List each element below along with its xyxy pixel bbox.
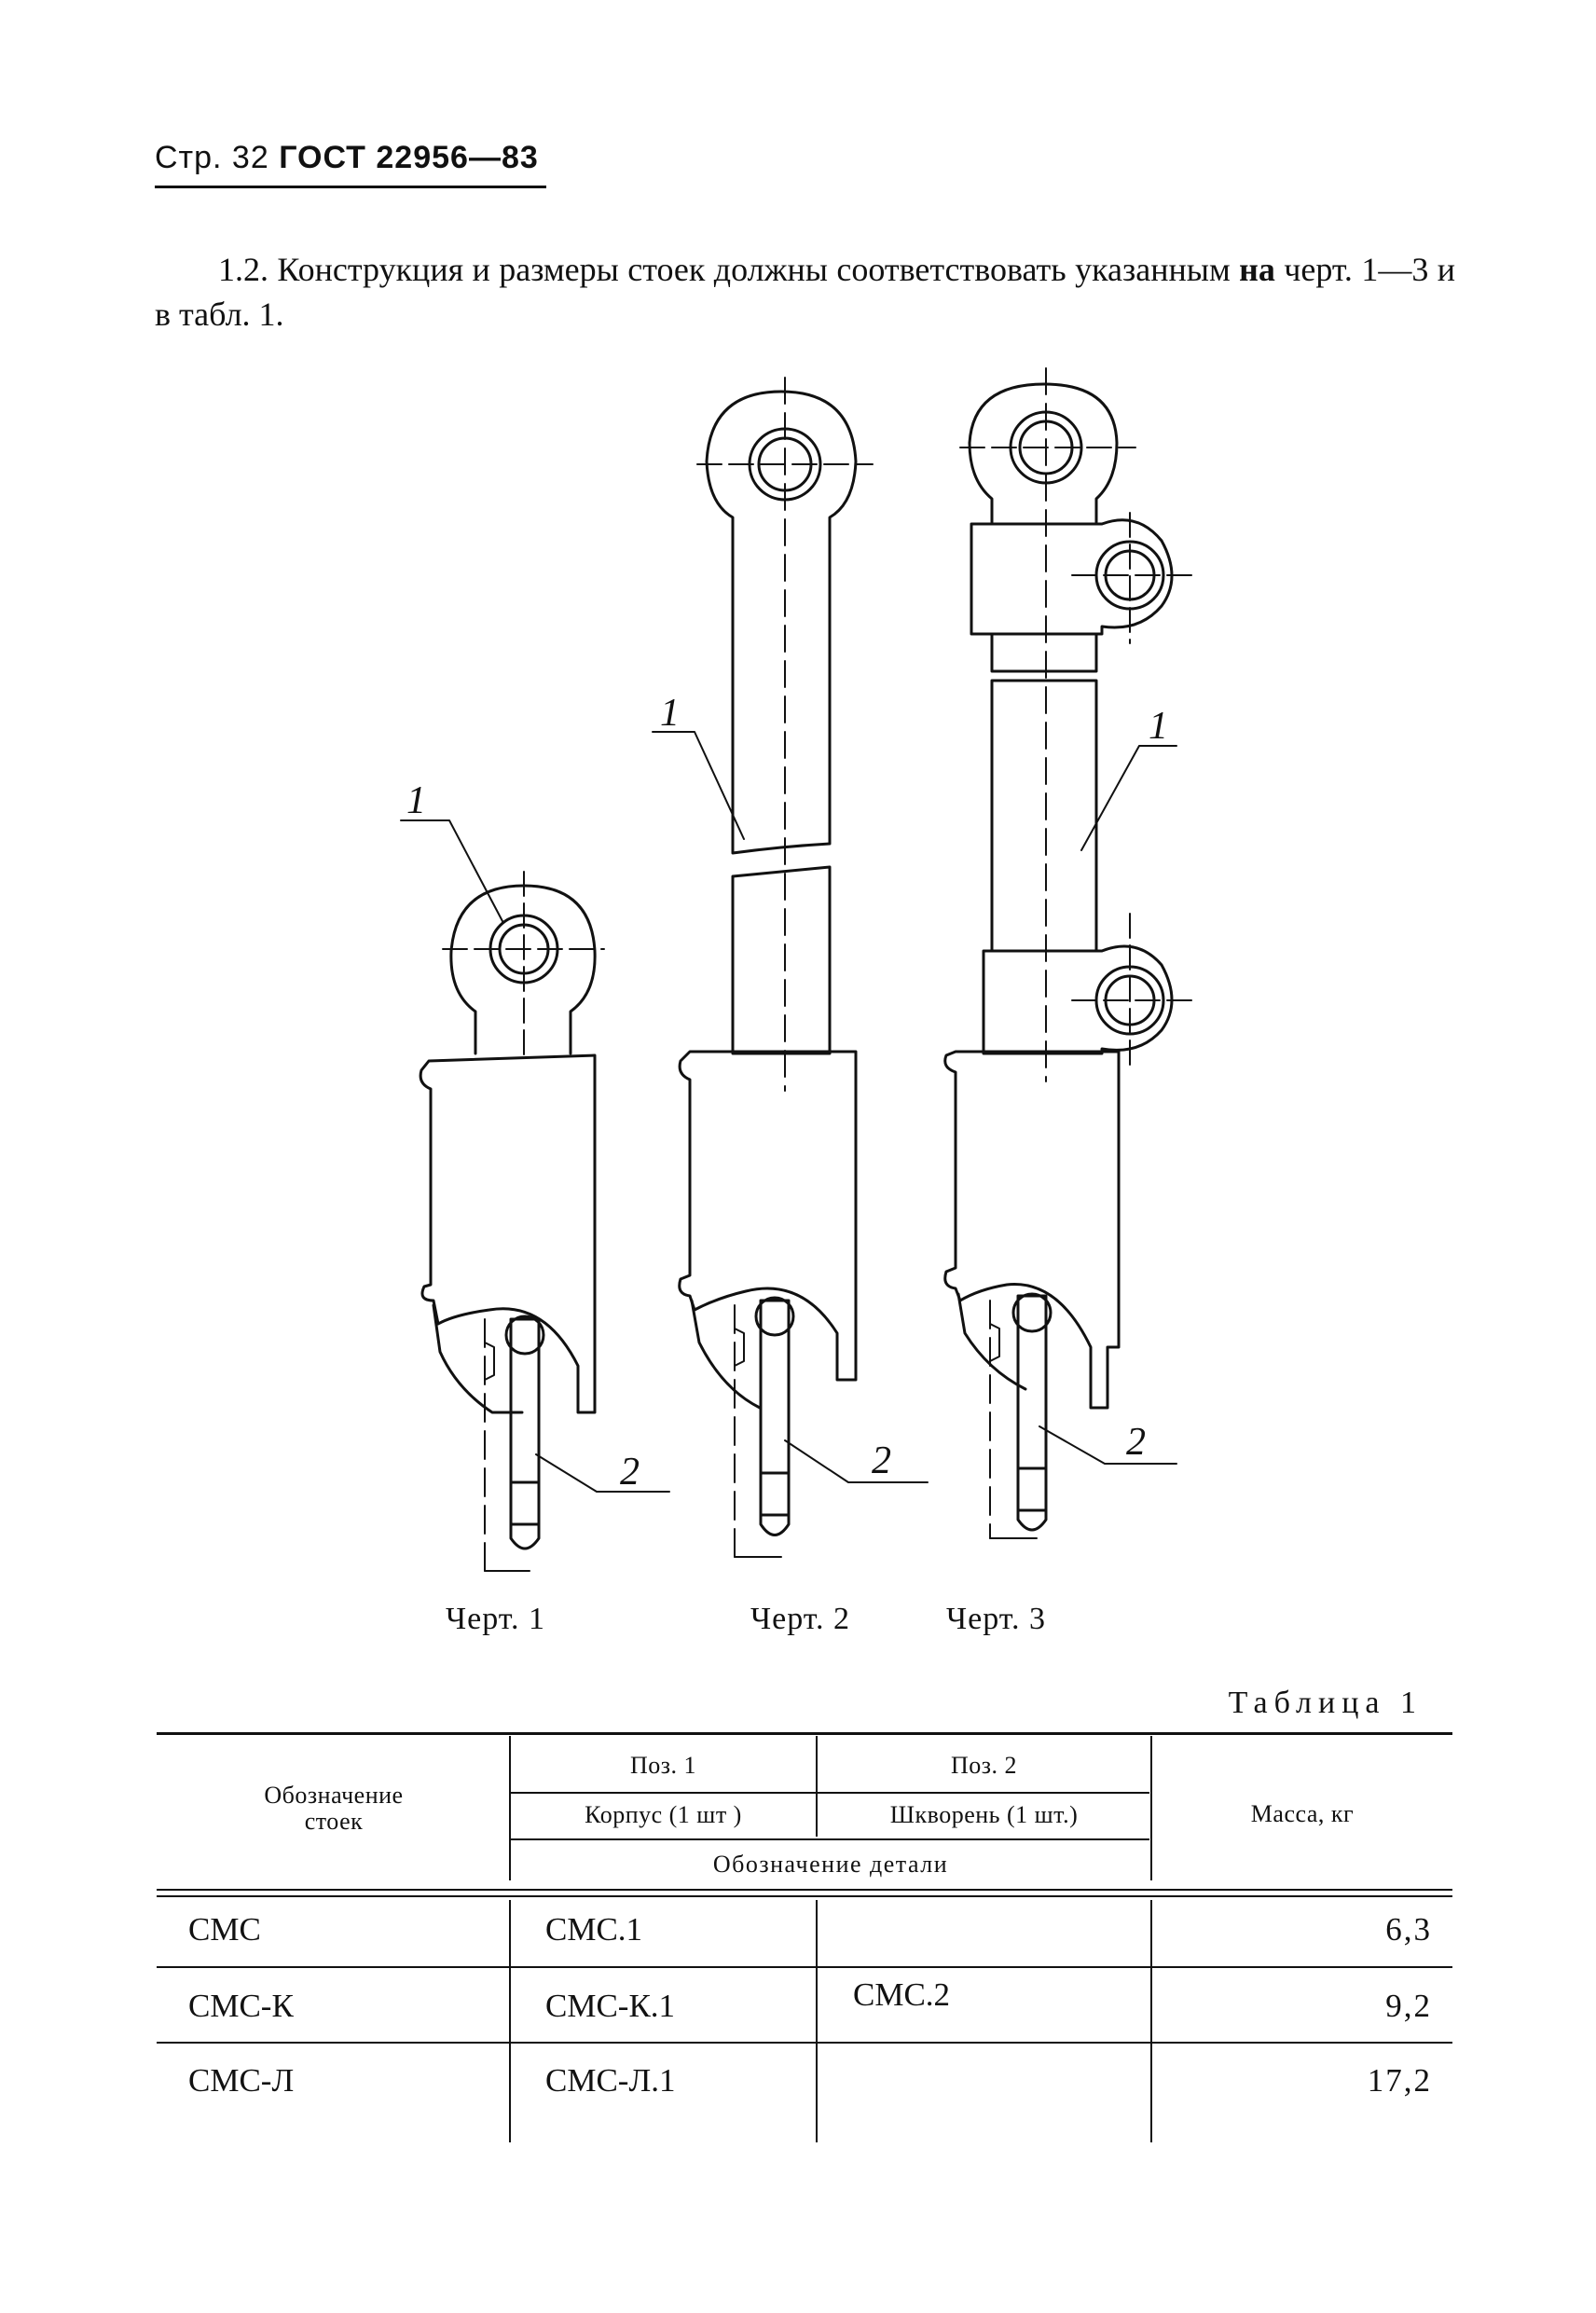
figure-caption-1: Черт. 1 [446,1602,546,1636]
table-top-rule [157,1732,1452,1735]
row-name: СМС-К [188,1988,294,2024]
header-part-designation: Обозначение детали [712,1851,949,1878]
paragraph-bold-word: на [1239,251,1275,288]
header-designation-line1: Обозначение [264,1782,404,1809]
header-pos1: Поз. 1 [511,1753,816,1779]
row-name: СМС-Л [188,2062,295,2099]
page-header: Стр. 32 ГОСТ 22956—83 [155,140,546,188]
header-pin: Шкворень (1 шт.) [889,1801,1079,1828]
paragraph-1-2: 1.2. Конструкция и размеры стоек должны … [155,247,1455,337]
figure-caption-3: Черт. 3 [946,1602,1047,1636]
page-number: Стр. 32 [155,140,269,175]
callout-2: 2 [872,1439,891,1482]
table-col-rule [509,1900,511,2142]
callout-1: 1 [660,692,680,735]
header-pos2-text: Поз. 2 [950,1752,1018,1779]
table-row-rule [157,2042,1452,2044]
row-mass: 6,3 [1385,1911,1432,1948]
row-mass: 17,2 [1367,2062,1432,2099]
table-rule [511,1792,1149,1794]
callout-1: 1 [406,779,426,822]
table-header-rule [157,1895,1452,1897]
rack-drawing-1 [400,819,670,1572]
table-row-rule [157,1966,1452,1968]
table-title: Таблица 1 [1228,1686,1423,1720]
row-body: СМС-К.1 [545,1988,676,2024]
header-designation: Обозначение стоек [158,1783,509,1835]
row-body: СМС.1 [545,1911,643,1948]
header-pos1-text: Поз. 1 [629,1752,697,1779]
row-body: СМС-Л.1 [545,2062,676,2099]
paragraph-text: 1.2. Конструкция и размеры стоек должны … [218,251,1240,288]
table-header-rule [157,1889,1452,1891]
header-pos2: Поз. 2 [818,1753,1150,1779]
figure-caption-2: Черт. 2 [750,1602,851,1636]
standard-number: ГОСТ 22956—83 [279,140,539,175]
callout-2: 2 [1126,1421,1146,1464]
row-mass: 9,2 [1385,1988,1432,2024]
header-mass: Масса, кг [1250,1800,1355,1827]
shared-pin-designation: СМС.2 [853,1976,951,2013]
rack-drawing-2 [652,377,929,1558]
rack-drawing-3 [943,367,1194,1539]
header-designation-line2: стоек [304,1808,364,1835]
technical-drawing: 1 2 1 2 1 2 [400,367,1194,1572]
callout-2: 2 [620,1451,640,1494]
callout-1: 1 [1149,705,1168,748]
header-body: Корпус (1 шт ) [585,1801,742,1828]
table-rule [511,1838,1149,1840]
paragraph-text-end: черт. 1—3 и в табл. 1. [155,251,1456,333]
table-col-rule [816,1900,818,2142]
row-name: СМС [188,1911,261,1948]
